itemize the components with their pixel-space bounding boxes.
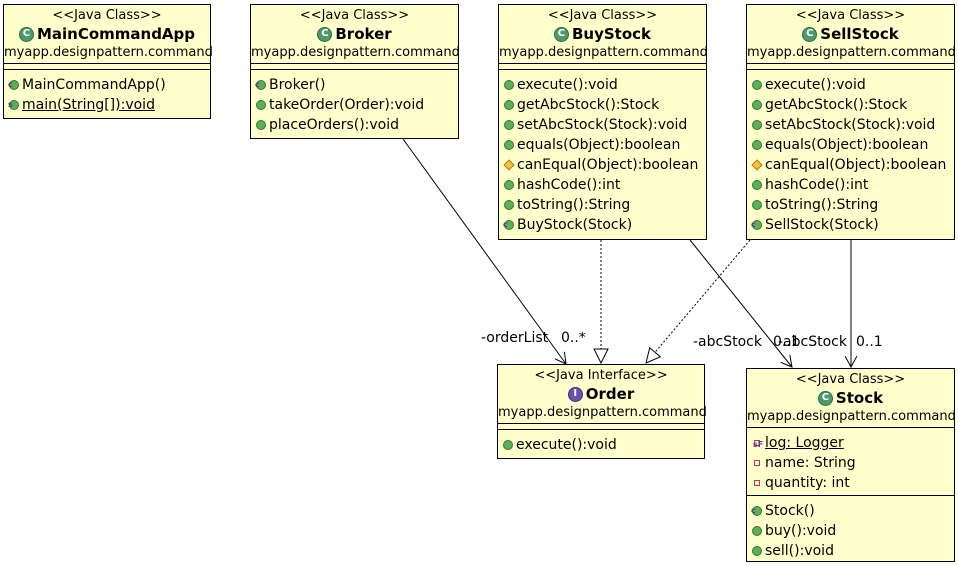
method-row[interactable]: hashCode():int (504, 175, 706, 195)
public-method-icon (504, 180, 514, 190)
method-row[interactable]: execute():void (752, 75, 954, 95)
public-method-icon (752, 200, 762, 210)
class-icon: C (802, 26, 818, 42)
class-name: Broker (335, 25, 392, 43)
buystock-abcstock-role-label: -abcStock (693, 334, 762, 350)
constructor-icon: c (8, 80, 19, 90)
order-list-multiplicity-label: 0..* (561, 330, 586, 346)
class-icon: C (553, 26, 569, 42)
method-row[interactable]: takeOrder(Order):void (256, 95, 458, 115)
private-field-icon (754, 460, 760, 466)
constructor-icon: c (751, 220, 762, 230)
interface-icon: I (567, 386, 583, 402)
stereotype-label: <<Java Interface>> (534, 368, 668, 383)
class-name: BuyStock (571, 25, 652, 43)
public-method-icon (504, 80, 514, 90)
package-label: myapp.designpattern.command (498, 405, 707, 420)
method-row[interactable]: equals(Object):boolean (752, 135, 954, 155)
public-method-icon (504, 120, 514, 130)
method-row[interactable]: setAbcStock(Stock):void (752, 115, 954, 135)
package-label: myapp.designpattern.command (747, 45, 956, 60)
public-method-icon (256, 100, 266, 110)
field-row[interactable]: name: String (752, 453, 954, 473)
method-row[interactable]: sell():void (752, 541, 954, 561)
public-method-icon (752, 180, 762, 190)
method-row[interactable]: toString():String (752, 195, 954, 215)
method-row[interactable]: equals(Object):boolean (504, 135, 706, 155)
method-row[interactable]: execute():void (504, 75, 706, 95)
class-icon: C (18, 26, 34, 42)
order-list-role-label: -orderList (481, 330, 549, 346)
stereotype-label: <<Java Class>> (52, 8, 162, 23)
method-row[interactable]: getAbcStock():Stock (752, 95, 954, 115)
protected-method-icon (503, 159, 515, 171)
method-row[interactable]: execute():void (503, 435, 704, 455)
constructor-icon: c (255, 80, 266, 90)
public-method-icon (752, 526, 762, 536)
constructor-icon: c (751, 506, 762, 516)
public-method-icon (504, 200, 514, 210)
method-row[interactable]: placeOrders():void (256, 115, 458, 135)
package-label: myapp.designpattern.command (499, 45, 708, 60)
constructor-icon: c (503, 220, 514, 230)
realization-sellstock-order (646, 239, 751, 363)
association-buystock-stock (689, 239, 792, 367)
sellstock-abcstock-multiplicity-label: 0..1 (856, 334, 883, 350)
method-row[interactable]: getAbcStock():Stock (504, 95, 706, 115)
class-icon: C (317, 26, 333, 42)
static-method-icon: s (8, 100, 19, 110)
stereotype-label: <<Java Class>> (547, 8, 658, 23)
method-row[interactable]: hashCode():int (752, 175, 954, 195)
method-row[interactable]: canEqual(Object):boolean (503, 155, 706, 175)
class-name: MainCommandApp (36, 25, 196, 43)
public-method-icon (752, 140, 762, 150)
field-row[interactable]: quantity: int (752, 473, 954, 493)
association-broker-order (402, 138, 566, 364)
method-row[interactable]: toString():String (504, 195, 706, 215)
private-field-icon (754, 480, 760, 486)
public-method-icon (256, 120, 266, 130)
public-method-icon (752, 80, 762, 90)
package-label: myapp.designpattern.command (251, 45, 460, 60)
private-field-icon: sF (753, 440, 764, 449)
sellstock-abcstock-role-label: -abcStock (778, 334, 847, 350)
protected-method-icon (751, 159, 763, 171)
public-method-icon (503, 440, 513, 450)
class-name: Stock (835, 389, 884, 407)
public-method-icon (504, 100, 514, 110)
class-icon: C (817, 390, 833, 406)
class-name: SellStock (820, 25, 899, 43)
public-method-icon (752, 546, 762, 556)
public-method-icon (752, 120, 762, 130)
stereotype-label: <<Java Class>> (299, 8, 410, 23)
public-method-icon (752, 100, 762, 110)
package-label: myapp.designpattern.command (4, 45, 213, 60)
method-row[interactable]: setAbcStock(Stock):void (504, 115, 706, 135)
stereotype-label: <<Java Class>> (795, 8, 906, 23)
interface-name: Order (585, 385, 635, 403)
public-method-icon (504, 140, 514, 150)
method-row[interactable]: canEqual(Object):boolean (751, 155, 954, 175)
buystock-abcstock-multiplicity-label: 0..1 (773, 334, 800, 350)
method-row[interactable]: buy():void (752, 521, 954, 541)
stereotype-label: <<Java Class>> (795, 372, 906, 387)
package-label: myapp.designpattern.command (747, 409, 956, 424)
